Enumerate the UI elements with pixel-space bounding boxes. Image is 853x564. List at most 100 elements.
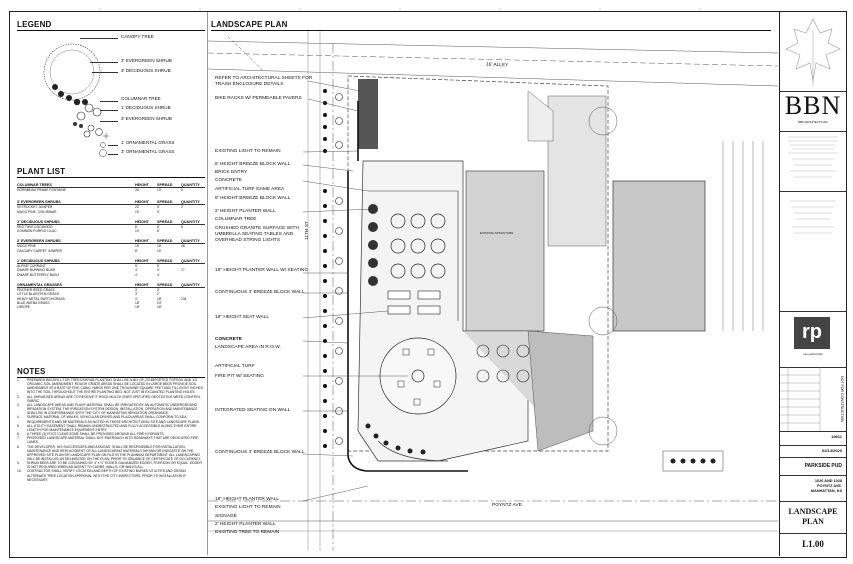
- note-item: 9.SHRUB BEDS ARE TO BE CONTAINED BY 4" x…: [17, 461, 202, 470]
- sheet-border: [9, 11, 847, 558]
- notes-list: 1.PREPARED BACKFILL FOR TREES/SHRUB PLAN…: [17, 378, 205, 482]
- legend-canopy-tree: CANOPY TREE: [121, 34, 154, 39]
- partner-name: rise partnership: [803, 352, 823, 356]
- partner-logo-box: rp rise partnership: [780, 311, 846, 368]
- revision-box: NOT FOR CONSTRUCTION: [780, 367, 846, 432]
- legend-title: LEGEND: [17, 20, 52, 29]
- fine-print-lines: [788, 136, 838, 178]
- callout-turf-game: ARTIFICIAL TURF GAME AREA: [215, 187, 285, 192]
- callout-planter-18: 18" HEIGHT PLANTER WALL: [215, 497, 280, 502]
- callout-breeze-wall-8: 8' HEIGHT BREEZE BLOCK WALL: [215, 162, 291, 167]
- grid-marks: [99, 8, 701, 11]
- note-item: 5.ALL UTILITY EASEMENT SHALL REMAIN UNOB…: [17, 423, 197, 432]
- callout-breeze-wall-8b: 8' HEIGHT BREEZE BLOCK WALL: [215, 196, 291, 201]
- legend-leader: [100, 121, 118, 122]
- callout-seat-wall: 18" HEIGHT SEAT WALL: [215, 315, 270, 320]
- project-number: 19811: [831, 434, 842, 439]
- legend-leader: [108, 145, 118, 146]
- plant-list-underline: [17, 177, 205, 178]
- callout-concrete-2: CONCRETE: [215, 337, 242, 342]
- legend-grass-1: 1' ORNAMENTAL GRASS: [121, 140, 175, 145]
- date-box: 02/14/2020: [780, 445, 846, 458]
- note-item: 10.CONTRACTOR SHALL VERIFY LOCATION AND …: [17, 469, 187, 482]
- note-item: 3.ALL LANDSCAPE AREAS AND PLANT MATERIAL…: [17, 402, 198, 416]
- note-item: 6.A THREE (3) FOOT CLEAR ZONE SHALL BE P…: [17, 432, 165, 437]
- legend-leader: [90, 62, 118, 63]
- note-item: 1.PREPARED BACKFILL FOR TREES/SHRUB PLAN…: [17, 378, 203, 395]
- firm-sub: BBN ARCHITECTS INC: [798, 120, 828, 124]
- legend-symbols: [43, 43, 109, 139]
- title-block: BBN BBN ARCHITECTS INC rp rise pa: [779, 11, 846, 556]
- callout-bike-racks: BIKE RACKS W/ PERMEABLE PAVERS: [215, 96, 302, 101]
- project-number-box: 19811: [780, 431, 846, 446]
- legend-leader: [92, 72, 118, 73]
- project-info-box: [780, 191, 846, 312]
- legend-evergreen-shrub: 3' EVERGREEN SHRUB: [121, 58, 172, 63]
- sheet-title-box: LANDSCAPE PLAN: [780, 501, 846, 534]
- callout-planter-2: 2' HEIGHT PLANTER WALL: [215, 209, 276, 214]
- callout-planter-seating: 18" HEIGHT PLANTER WALL W/ SEATING: [215, 268, 309, 273]
- grass-symbols: [99, 142, 107, 157]
- site-plan-drawing: [208, 31, 778, 551]
- fine-print-lines: [790, 200, 836, 234]
- address-box: 1026 AND 1028 POYNTZ AVE. MANHATTAN, KS: [780, 475, 846, 502]
- firm-info-box: [780, 131, 846, 192]
- firm-logo-box: [780, 11, 846, 92]
- legend-leader: [80, 38, 118, 39]
- issue-date: 02/14/2020: [821, 448, 842, 453]
- callout-concrete: CONCRETE: [215, 178, 242, 183]
- note-item: 7.PROPOSED LANDSCAPE MATERIAL SHALL NOT …: [17, 436, 199, 445]
- note-item: 2.ALL SHRUB BED AREAS ARE TO RECEIVE 3" …: [17, 394, 201, 403]
- leaf-watermark-icon: [785, 18, 841, 86]
- project-name: PARKSIDE PUD: [804, 463, 842, 469]
- callout-columnar-tree: COLUMNAR TREE: [215, 217, 257, 222]
- callout-landscape-row: LANDSCAPE AREA IN R.O.W.: [215, 345, 281, 350]
- sheet-title: LANDSCAPE PLAN: [788, 507, 838, 526]
- existing-structure-label: EXISTING STRUCTURE: [480, 231, 514, 235]
- revision-grid: [780, 367, 821, 431]
- column-divider: [207, 12, 208, 555]
- plan-title-underline: [211, 30, 771, 31]
- notes-title: NOTES: [17, 367, 46, 376]
- project-address: 1026 AND 1028 POYNTZ AVE. MANHATTAN, KS: [810, 479, 842, 493]
- callout-existing-light: EXISTING LIGHT TO REMAIN: [215, 149, 281, 154]
- note-item: 4.SURFACE MATERIAL OF WALKS, VEHICULAR D…: [17, 415, 200, 424]
- partner-logo: rp: [794, 317, 830, 349]
- callout-breeze-continuous: CONTINUOUS 3' BREEZE BLOCK WALL: [215, 290, 305, 295]
- street-poyntz-label: POYNTZ AVE.: [492, 503, 524, 508]
- firm-name: BBN: [784, 91, 842, 120]
- note-item: 8.THE DEVELOPER, HIS SUCCESSORS AND ASSI…: [17, 444, 202, 461]
- callout-trash: REFER TO ARCHITECTURAL SHEETS FOR TRASH …: [215, 76, 313, 87]
- callout-fire-pit: FIRE PIT W/ SEATING: [215, 374, 264, 379]
- legend-underline: [17, 30, 205, 31]
- callout-planter-2b: 2' HEIGHT PLANTER WALL: [215, 522, 276, 527]
- callout-breeze-continuous-2: CONTINUOUS 3' BREEZE BLOCK WALL: [215, 450, 305, 455]
- legend-evergreen-shrub-3: 3' EVERGREEN SHRUB: [121, 116, 172, 121]
- plan-title: LANDSCAPE PLAN: [211, 20, 288, 29]
- callout-signage: SIGNAGE: [215, 514, 237, 519]
- callout-artificial-turf: ARTIFICIAL TURF: [215, 364, 255, 369]
- legend-deciduous-shrub: 3' DECIDUOUS SHRUB: [121, 68, 171, 73]
- callout-integrated-seating: INTEGRATED SEATING ON WALL: [215, 408, 291, 413]
